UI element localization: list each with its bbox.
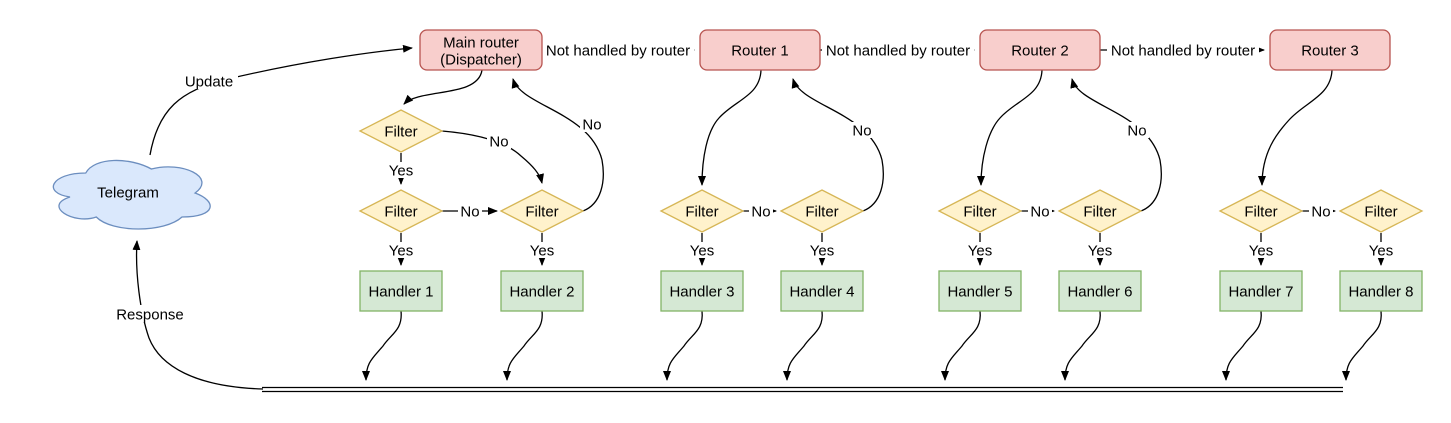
handler-label: Handler 7 [1228,283,1293,300]
edge-handler4-to-bus [783,310,823,381]
handler-box [938,270,1022,312]
router3-box [1269,29,1391,71]
handler-box [1219,270,1303,312]
edge-label-backgrounds [112,42,1396,322]
dispatcher-label-line1: Main router [443,34,519,51]
handler-label: Handler 8 [1348,283,1413,300]
edge-label-no: No [489,133,508,150]
filter-diamond [1218,189,1304,233]
edge-response [132,240,264,390]
edge-handler6-to-bus [1061,310,1101,381]
handler-label: Handler 5 [947,283,1012,300]
edge-filter5-no-router1 [791,78,884,212]
edge-label-no: No [852,122,871,139]
handler-box [1058,270,1142,312]
filter-label: Filter [1364,203,1397,220]
filter-label: Filter [963,203,996,220]
filter-diamond [779,189,865,233]
router-boxes [419,29,1391,71]
filter-diamond [659,189,745,233]
filter-diamond [1057,189,1143,233]
edge-handler8-to-bus [1342,310,1382,381]
edge-handler1-to-bus [362,310,402,381]
router2-label: Router 2 [1011,42,1069,59]
handler-label: Handler 3 [669,283,734,300]
edge-dispatcher-to-filter1 [403,69,483,105]
edge-filter7-no-router2 [1070,78,1162,212]
handler-box [780,270,864,312]
edge-label-yes: Yes [1369,242,1393,259]
handler-box [359,270,443,312]
edge-label-no: No [460,203,479,220]
edge-handler5-to-bus [941,310,981,381]
edge-router1-to-filter4 [698,69,762,186]
router2-box [979,29,1101,71]
edge-label-no: No [1311,203,1330,220]
edge-update [149,44,413,156]
filter-diamond [499,189,585,233]
edge-label-not-handled: Not handled by router [546,42,690,59]
dispatcher-box [419,29,543,71]
telegram-cloud [52,159,211,230]
edge-label-not-handled: Not handled by router [1111,42,1255,59]
edge-label-no: No [751,203,770,220]
filter-label: Filter [1244,203,1277,220]
handler-box [500,270,584,312]
edge-handler3-to-bus [663,310,703,381]
edge-label-no: No [1030,203,1049,220]
texts-layer: Telegram Main router (Dispatcher) Router… [97,34,1413,323]
telegram-label: Telegram [97,184,159,201]
filter-diamond [937,189,1023,233]
filter-label: Filter [685,203,718,220]
handler-label: Handler 4 [789,283,854,300]
edge-handler2-to-bus [503,310,543,381]
edge-label-yes: Yes [389,162,413,179]
edge-label-yes: Yes [389,242,413,259]
edge-filter3-no-dispatcher [511,78,604,212]
edge-label-yes: Yes [968,242,992,259]
handler-label: Handler 6 [1067,283,1132,300]
filter-diamonds [358,109,1424,233]
edge-label-yes: Yes [810,242,834,259]
edge-handler7-to-bus [1222,310,1262,381]
edge-label-yes: Yes [690,242,714,259]
edge-label-no: No [1127,122,1146,139]
filter-label: Filter [384,123,417,140]
router1-label: Router 1 [731,42,789,59]
filter-label: Filter [805,203,838,220]
edge-label-yes: Yes [530,242,554,259]
filter-label: Filter [384,203,417,220]
handler-boxes [359,270,1423,312]
filter-diamond [358,109,444,153]
edge-label-no: No [582,116,601,133]
filter-label: Filter [1083,203,1116,220]
dispatcher-label-line2: (Dispatcher) [440,51,522,68]
edge-label-not-handled: Not handled by router [826,42,970,59]
edge-label-update: Update [185,73,233,90]
filter-diamond [358,189,444,233]
handler-box [1339,270,1423,312]
handler-box [660,270,744,312]
router1-box [699,29,821,71]
edge-router2-to-filter6 [977,69,1043,186]
handler-label: Handler 1 [368,283,433,300]
handler-label: Handler 2 [509,283,574,300]
edge-label-yes: Yes [1088,242,1112,259]
filter-diamond [1338,189,1424,233]
filter-label: Filter [525,203,558,220]
edge-label-yes: Yes [1249,242,1273,259]
edge-filter1-no-filter3 [441,130,544,184]
router3-label: Router 3 [1301,42,1359,59]
edge-label-response: Response [116,306,184,323]
edge-router3-to-filter8 [1258,69,1333,186]
